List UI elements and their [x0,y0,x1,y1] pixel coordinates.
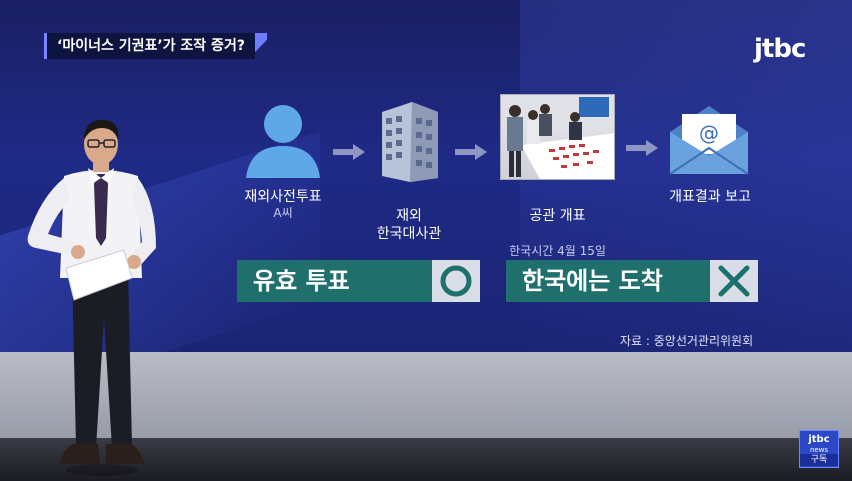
counting-photo [500,94,615,180]
news-anchor [27,120,156,476]
subscribe-badge[interactable]: jtbc news 구독 [799,430,839,468]
bar-text: 유효 투표 [253,267,350,295]
channel-logo: jtbc [754,34,806,64]
headline-caption: ‘마이너스 기권표’가 조작 증거? [44,33,267,59]
step-label: 공관 개표 [529,208,586,224]
badge-logo: jtbc [808,434,830,445]
email-icon: @ [669,106,749,175]
cross-icon [710,260,758,302]
arrived-korea-bar: 한국에는 도착 [506,260,758,302]
step-sub: A씨 [273,206,293,220]
valid-vote-bar: 유효 투표 [237,260,480,302]
person-icon [246,105,320,178]
badge-news: news [809,446,829,454]
step-absentee-vote: 재외사전투표 A씨 [218,188,348,221]
subscribe-label: 구독 [800,454,838,466]
circle-icon [432,260,480,302]
bar-text: 한국에는 도착 [522,267,663,295]
arrow-right-icon [455,144,487,160]
step-label: 재외 한국대사관 [376,208,442,242]
source-note: 자료 : 중앙선거관리위원회 [620,334,754,348]
arrow-right-icon [333,144,365,160]
svg-text:@: @ [699,121,719,145]
step-label: 재외사전투표 [244,189,322,205]
step-report: 개표결과 보고 [650,188,770,206]
step-embassy: 재외 한국대사관 [354,188,464,262]
arrow-right-icon [626,140,658,156]
step-label: 개표결과 보고 [669,189,751,205]
building-icon [382,102,438,182]
